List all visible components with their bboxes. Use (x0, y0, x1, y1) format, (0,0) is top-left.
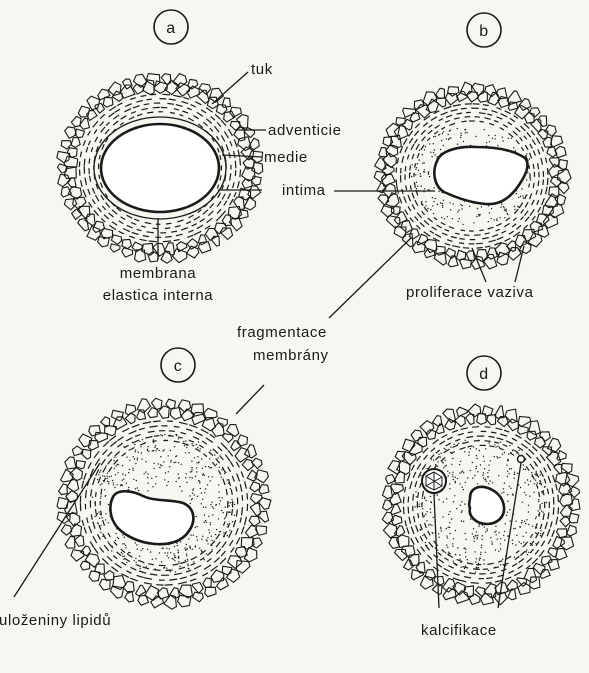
label-medie: medie (264, 149, 308, 166)
panel-d-letter: d (479, 366, 489, 383)
label-adventicie: adventicie (268, 122, 342, 139)
panel-b-letter: b (479, 23, 489, 40)
label-ulozeniny-lipidu: uloženiny lipidů (0, 612, 111, 629)
panel-a-letter: a (166, 20, 176, 37)
fragmentace-annotation: fragmentace membrány (236, 238, 411, 414)
label-fragmentace: fragmentace (237, 324, 327, 341)
vessel-d-lumen (469, 487, 504, 524)
label-membrana: membrana (120, 265, 197, 282)
panel-c: c uloženiny lipidů (0, 348, 271, 629)
vessel-a-lumen (101, 124, 219, 212)
label-membrany: membrány (253, 347, 329, 364)
panel-c-letter: c (174, 358, 183, 375)
label-intima: intima (282, 182, 326, 199)
leader-fragmentace-c (236, 385, 264, 414)
label-tuk: tuk (251, 61, 273, 78)
leader-medie (222, 155, 262, 157)
label-proliferace-vaziva: proliferace vaziva (406, 284, 534, 301)
label-elastica-interna: elastica interna (103, 287, 214, 304)
leader-fragmentace-b (329, 238, 411, 318)
vessel-c-lumen (110, 491, 193, 544)
panel-a: a tuk adventicie medie intima membrana e… (57, 10, 435, 304)
label-kalcifikace: kalcifikace (421, 622, 497, 639)
calcification-nodule-large (422, 469, 446, 493)
calcification-nodule-small (518, 456, 525, 463)
panel-d: d kalcifikace (382, 356, 580, 639)
vessel-b-lumen (434, 147, 527, 204)
leader-lipidy (14, 463, 100, 597)
panel-b: b proliferace vaziva (374, 13, 571, 301)
